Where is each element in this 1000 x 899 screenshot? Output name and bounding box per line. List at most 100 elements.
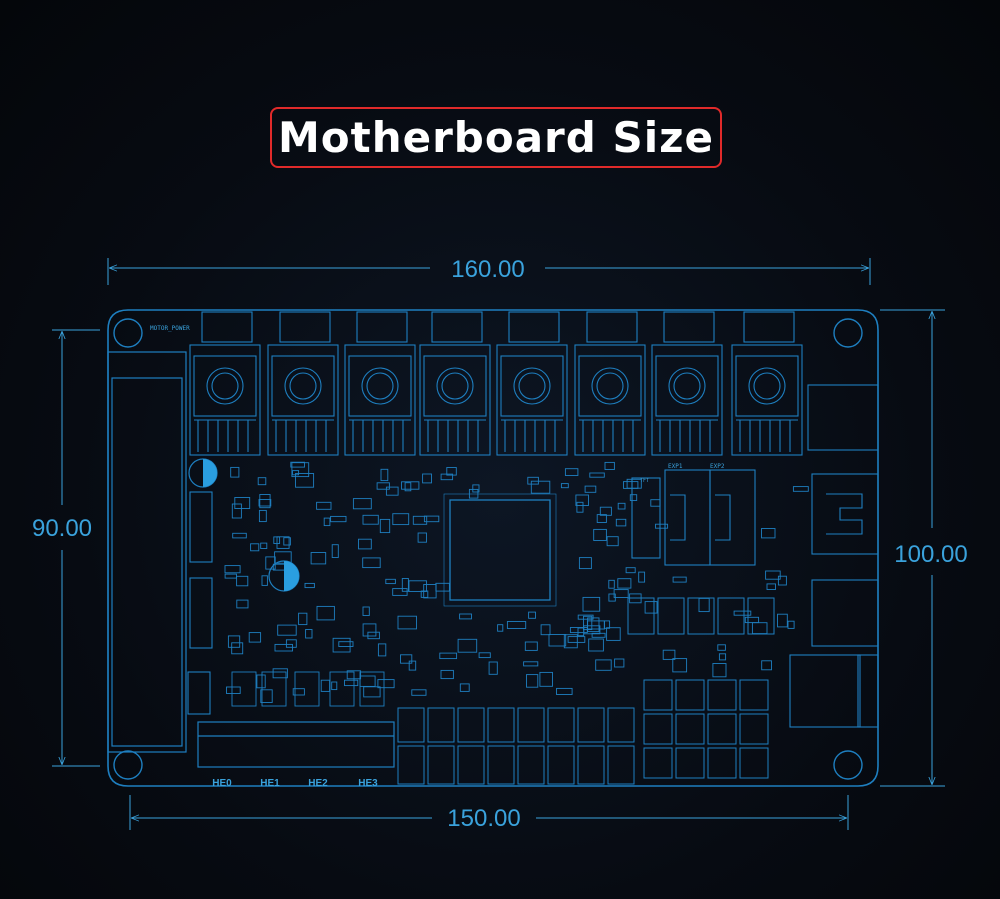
smd-component xyxy=(596,514,607,523)
heater-label: HE2 xyxy=(308,778,328,789)
smd-component xyxy=(446,467,457,476)
heater-label: HE1 xyxy=(260,778,280,789)
driver-slot xyxy=(574,311,646,456)
smd-component xyxy=(575,494,589,506)
connector xyxy=(517,707,545,743)
smd-component xyxy=(577,627,585,637)
smd-component xyxy=(576,501,584,513)
smd-component xyxy=(377,679,395,689)
smd-component xyxy=(603,620,611,629)
smd-component xyxy=(331,544,339,558)
smd-component xyxy=(392,513,410,526)
driver-heatsink-circle xyxy=(513,367,551,405)
heater-terminal-block xyxy=(197,721,395,768)
mosfet xyxy=(261,671,287,707)
connector xyxy=(717,597,745,635)
connector xyxy=(657,597,685,635)
driver-heatsink-circle xyxy=(206,367,244,405)
exp1-label: EXP1 xyxy=(668,463,683,470)
smd-component xyxy=(316,501,332,510)
smd-component xyxy=(423,515,440,523)
connector xyxy=(427,745,455,785)
heater-label: HE3 xyxy=(358,778,378,789)
smd-component xyxy=(231,503,242,519)
board-components xyxy=(224,461,809,707)
smd-component xyxy=(363,686,381,698)
smd-component xyxy=(626,478,642,489)
connector xyxy=(687,597,715,635)
smd-component xyxy=(435,582,450,592)
smd-component xyxy=(662,649,676,660)
smd-component xyxy=(260,542,268,549)
smd-component xyxy=(615,518,627,527)
smd-component xyxy=(593,528,607,541)
connector xyxy=(675,747,705,779)
smd-component xyxy=(291,462,310,478)
smd-component xyxy=(230,466,240,478)
smd-component xyxy=(227,635,241,648)
driver-slot xyxy=(651,311,723,456)
smd-component xyxy=(422,473,432,484)
smd-component xyxy=(459,613,472,620)
smd-component xyxy=(290,461,305,468)
smd-component xyxy=(523,661,539,667)
smd-component xyxy=(589,472,605,478)
smd-component xyxy=(310,552,327,565)
smd-component xyxy=(539,671,553,687)
connector xyxy=(607,707,635,743)
mosfet xyxy=(329,671,355,707)
driver-heatsink-circle xyxy=(668,367,706,405)
smd-component xyxy=(584,485,597,493)
smd-component xyxy=(582,596,601,612)
smd-component xyxy=(362,514,379,525)
smd-component xyxy=(362,623,377,637)
driver-heatsink-circle xyxy=(748,367,786,405)
smd-component xyxy=(672,576,687,583)
smd-component xyxy=(564,468,579,476)
smd-component xyxy=(617,502,626,510)
smd-component xyxy=(261,575,268,586)
smd-component xyxy=(232,532,247,539)
smd-component xyxy=(380,468,389,482)
connector xyxy=(739,679,769,711)
smd-component xyxy=(401,481,420,490)
connector xyxy=(487,745,515,785)
mosfet xyxy=(294,671,320,707)
driver-slot xyxy=(731,311,803,456)
connector xyxy=(487,707,515,743)
connector xyxy=(577,745,605,785)
smd-component xyxy=(320,679,331,692)
smd-component xyxy=(352,498,372,510)
connector xyxy=(707,713,737,745)
smd-component xyxy=(623,481,639,489)
smd-component xyxy=(338,641,354,647)
power-input-block xyxy=(107,351,187,753)
smd-component xyxy=(404,482,412,492)
smd-component xyxy=(259,494,271,509)
smd-component xyxy=(604,461,615,470)
smd-component xyxy=(417,532,427,543)
lower-connector-rows xyxy=(397,597,775,785)
smd-component xyxy=(323,517,331,527)
smd-component xyxy=(385,578,396,585)
smd-component xyxy=(412,515,428,525)
smd-component xyxy=(256,674,266,689)
smd-component xyxy=(459,683,470,692)
smd-component xyxy=(528,611,536,619)
smd-component xyxy=(377,643,387,657)
driver-slot xyxy=(267,311,339,456)
smd-component xyxy=(439,652,458,660)
smd-component xyxy=(408,660,417,671)
smd-component xyxy=(583,615,593,631)
connector xyxy=(643,747,673,779)
smd-component xyxy=(591,632,606,638)
smd-component xyxy=(766,583,776,590)
mcu-chip xyxy=(443,493,557,607)
smd-component xyxy=(272,668,288,679)
electrolytic-capacitors xyxy=(188,458,300,592)
smd-component xyxy=(231,642,244,655)
smd-component xyxy=(376,482,390,490)
smd-component xyxy=(613,589,629,598)
